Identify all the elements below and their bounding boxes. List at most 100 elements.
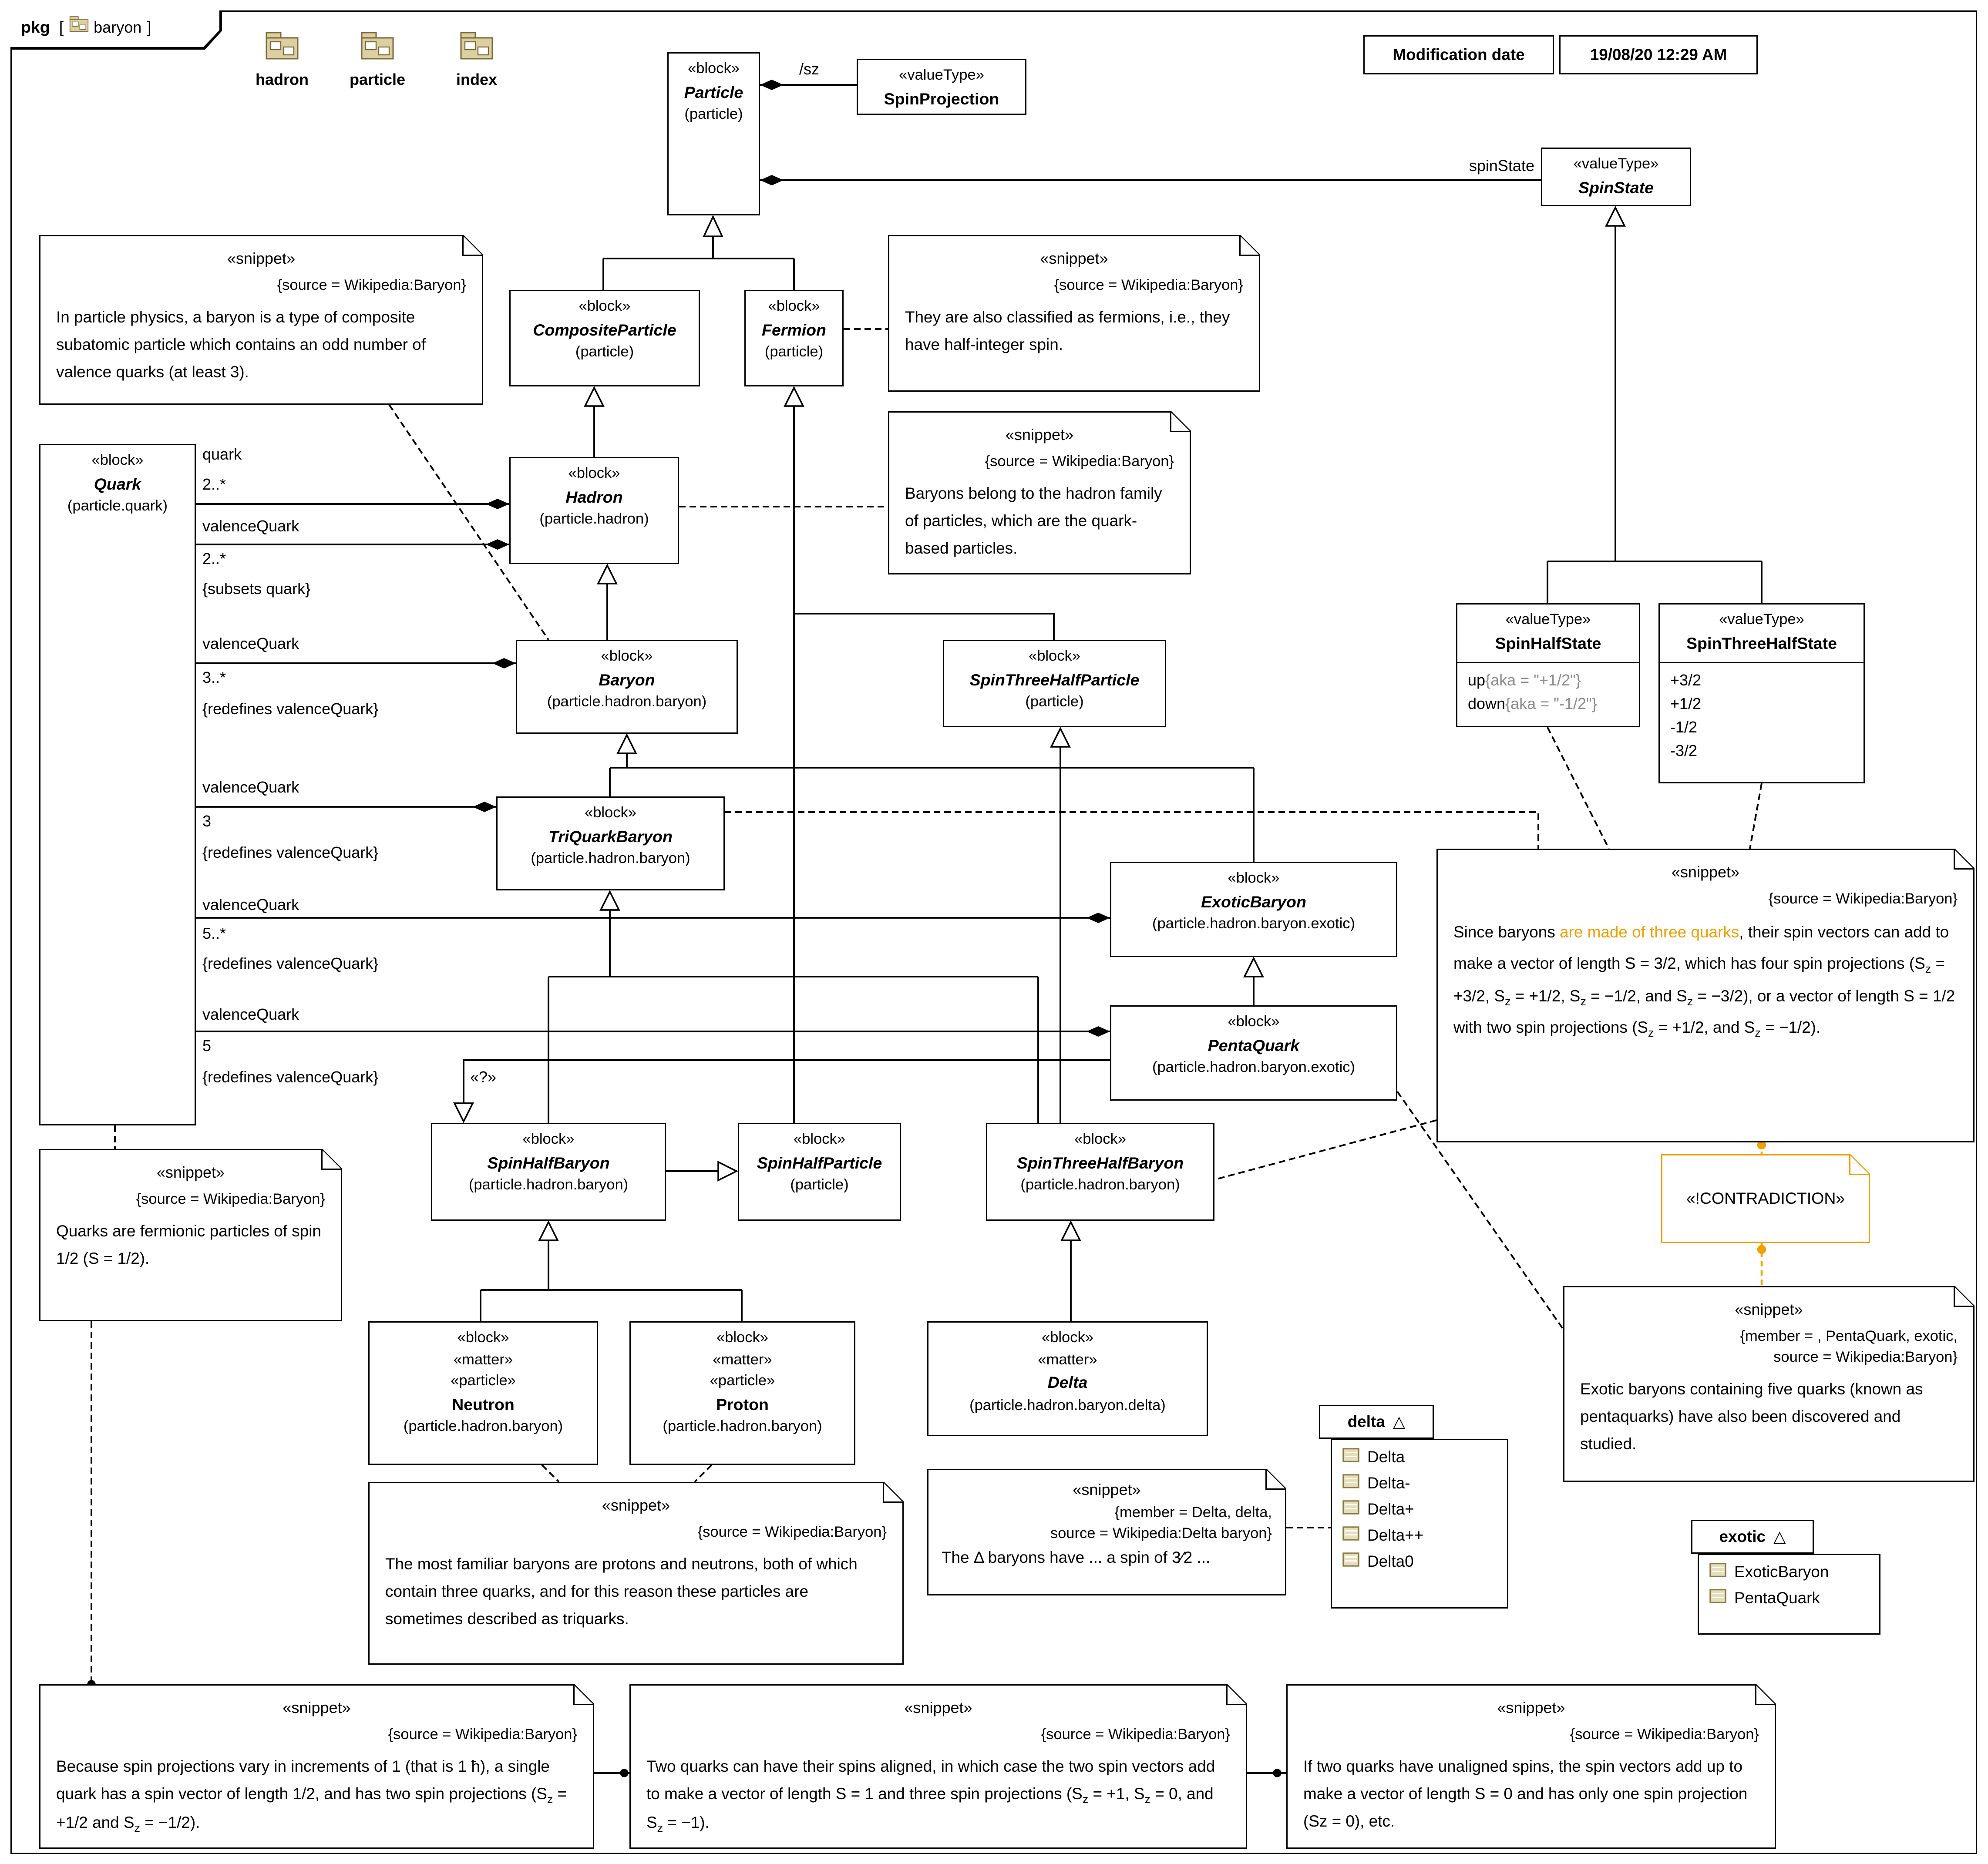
block-namespace: (particle.hadron.baryon) <box>663 1419 822 1435</box>
block-pentaquark[interactable]: «block» PentaQuark (particle.hadron.bary… <box>1110 1005 1397 1101</box>
snippet-source: {source = Wikipedia:Baryon} <box>697 1525 887 1541</box>
block-fermion[interactable]: «block» Fermion (particle) <box>744 290 844 386</box>
block-compositeparticle[interactable]: «block» CompositeParticle (particle) <box>509 290 700 386</box>
package-shortcut-index[interactable]: index <box>437 31 516 89</box>
package-shortcut-hadron[interactable]: hadron <box>243 31 321 89</box>
list-item[interactable]: PentaQuark <box>1709 1589 1869 1607</box>
contradiction-note[interactable]: «!CONTRADICTION» <box>1661 1154 1870 1243</box>
stereotype: «block» <box>1228 1014 1280 1030</box>
block-triquarkbaryon[interactable]: «block» TriQuarkBaryon (particle.hadron.… <box>496 796 725 890</box>
list-item[interactable]: Delta++ <box>1342 1526 1497 1545</box>
block-spinthreehalfbaryon[interactable]: «block» SpinThreeHalfBaryon (particle.ha… <box>986 1123 1214 1221</box>
snippet-stereotype: «snippet» <box>227 249 296 268</box>
snippet-stereotype: «snippet» <box>1735 1300 1803 1319</box>
package-icon <box>69 16 88 40</box>
valuetype-spinthreehalfstate[interactable]: «valueType» SpinThreeHalfState +3/2 +1/2… <box>1658 603 1865 783</box>
block-name: Particle <box>684 83 743 101</box>
block-name: Proton <box>716 1395 769 1414</box>
block-exoticbaryon[interactable]: «block» ExoticBaryon (particle.hadron.ba… <box>1110 862 1397 957</box>
block-hadron[interactable]: «block» Hadron (particle.hadron) <box>509 457 679 564</box>
stereotype: «block» <box>457 1330 509 1346</box>
list-item[interactable]: Delta+ <box>1342 1500 1497 1518</box>
snippet-source: source = Wikipedia:Baryon} <box>1773 1350 1958 1366</box>
snippet-stereotype: «snippet» <box>1073 1481 1141 1499</box>
assoc-end-multiplicity: 5..* <box>202 924 226 943</box>
block-particle[interactable]: «block» Particle (particle) <box>667 52 760 215</box>
block-name: TriQuarkBaryon <box>548 827 673 846</box>
snippet-body: Baryons belong to the hadron family of p… <box>905 484 1162 558</box>
assoc-end-name-spinstate: spinState <box>1469 157 1534 175</box>
list-header-exotic[interactable]: exotic △ <box>1691 1520 1814 1554</box>
enum-literal: -3/2 <box>1670 742 1698 760</box>
list-item-label: PentaQuark <box>1734 1589 1820 1607</box>
block-namespace: (particle.hadron.baryon) <box>468 1178 629 1194</box>
package-shortcut-particle[interactable]: particle <box>338 31 417 89</box>
snippet-source: {source = Wikipedia:Baryon} <box>1054 278 1243 294</box>
snippet-baryon-definition[interactable]: «snippet» {source = Wikipedia:Baryon} In… <box>39 235 483 405</box>
stereotype: «block» <box>1228 871 1280 887</box>
element-icon <box>1342 1500 1359 1518</box>
list-body-delta: Delta Delta- Delta+ Delta++ Delta0 <box>1331 1439 1508 1609</box>
snippet-stereotype: «snippet» <box>904 1699 972 1717</box>
assoc-end-name: valenceQuark <box>202 896 299 914</box>
block-name: SpinThreeHalfState <box>1686 634 1837 652</box>
list-body-exotic: ExoticBaryon PentaQuark <box>1698 1554 1880 1635</box>
snippet-quark-spin[interactable]: «snippet» {source = Wikipedia:Baryon} Qu… <box>39 1149 342 1321</box>
block-name: SpinThreeHalfParticle <box>969 670 1140 689</box>
valuetype-spinstate[interactable]: «valueType» SpinState <box>1541 148 1691 206</box>
snippet-body: They are also classified as fermions, i.… <box>905 308 1230 354</box>
stereotype: «block» <box>522 1132 575 1148</box>
valuetype-spinprojection[interactable]: «valueType» SpinProjection <box>857 59 1026 115</box>
snippet-hadron[interactable]: «snippet» {source = Wikipedia:Baryon} Ba… <box>888 411 1191 574</box>
block-spinthreehalfparticle[interactable]: «block» SpinThreeHalfParticle (particle) <box>943 640 1166 727</box>
snippet-aligned-spins[interactable]: «snippet» {source = Wikipedia:Baryon} Tw… <box>629 1684 1247 1849</box>
element-icon <box>1342 1474 1359 1492</box>
list-item[interactable]: ExoticBaryon <box>1709 1563 1869 1581</box>
stereotype: «valueType» <box>1505 612 1591 628</box>
snippet-stereotype: «snippet» <box>602 1496 670 1515</box>
association-lines <box>196 84 1541 1032</box>
list-item[interactable]: Delta- <box>1342 1474 1497 1492</box>
block-neutron[interactable]: «block» «matter» «particle» Neutron (par… <box>368 1321 598 1465</box>
block-namespace: (particle) <box>684 107 743 123</box>
frame-kind-label: pkg <box>21 18 50 37</box>
snippet-body: Quarks are fermionic particles of spin 1… <box>56 1222 321 1268</box>
list-item-label: Delta++ <box>1367 1526 1424 1545</box>
snippet-fermion[interactable]: «snippet» {source = Wikipedia:Baryon} Th… <box>888 235 1260 392</box>
list-item[interactable]: Delta <box>1342 1448 1497 1466</box>
list-item[interactable]: Delta0 <box>1342 1552 1497 1571</box>
block-quark[interactable]: «block» Quark (particle.quark) <box>39 444 196 1125</box>
snippet-source: {source = Wikipedia:Baryon} <box>388 1727 577 1743</box>
stereotype: «particle» <box>710 1374 775 1390</box>
block-name: SpinHalfParticle <box>757 1153 882 1172</box>
enum-literal: +3/2 <box>1670 671 1702 690</box>
block-spinhalfparticle[interactable]: «block» SpinHalfParticle (particle) <box>738 1123 901 1221</box>
snippet-stereotype: «snippet» <box>1005 426 1074 444</box>
block-baryon[interactable]: «block» Baryon (particle.hadron.baryon) <box>516 640 738 734</box>
block-name: Fermion <box>762 320 826 339</box>
snippet-spin-vectors[interactable]: «snippet» {source = Wikipedia:Baryon} Si… <box>1436 849 1975 1142</box>
valuetype-spinhalfstate[interactable]: «valueType» SpinHalfState up{aka = "+1/2… <box>1456 603 1640 727</box>
block-name: SpinHalfBaryon <box>487 1153 610 1172</box>
list-header-delta[interactable]: delta △ <box>1319 1405 1434 1439</box>
block-name: Hadron <box>565 487 623 506</box>
assoc-end-multiplicity: 2..* <box>202 550 226 568</box>
block-name: SpinState <box>1578 178 1654 197</box>
assoc-end-constraint: {redefines valenceQuark} <box>202 954 379 973</box>
snippet-pentaquark[interactable]: «snippet» {member = , PentaQuark, exotic… <box>1563 1286 1975 1482</box>
block-spinhalfbaryon[interactable]: «block» SpinHalfBaryon (particle.hadron.… <box>431 1123 666 1221</box>
list-item-label: Delta <box>1367 1448 1405 1466</box>
stereotype: «valueType» <box>899 68 984 84</box>
block-name: Neutron <box>452 1395 515 1414</box>
block-proton[interactable]: «block» «matter» «particle» Proton (part… <box>629 1321 855 1465</box>
block-name: SpinThreeHalfBaryon <box>1016 1153 1184 1172</box>
block-delta[interactable]: «block» «matter» Delta (particle.hadron.… <box>927 1321 1208 1436</box>
snippet-triquark[interactable]: «snippet» {source = Wikipedia:Baryon} Th… <box>368 1482 904 1665</box>
snippet-delta[interactable]: «snippet» {member = Delta, delta, source… <box>927 1469 1286 1595</box>
snippet-single-quark-spin[interactable]: «snippet» {source = Wikipedia:Baryon} Be… <box>39 1684 594 1849</box>
block-namespace: (particle) <box>764 345 824 361</box>
contradiction-label: «!CONTRADICTION» <box>1686 1189 1845 1208</box>
snippet-unaligned-spins[interactable]: «snippet» {source = Wikipedia:Baryon} If… <box>1286 1684 1776 1849</box>
frame-tab: pkg [ baryon ] <box>10 10 222 50</box>
stereotype: «matter» <box>713 1352 772 1368</box>
